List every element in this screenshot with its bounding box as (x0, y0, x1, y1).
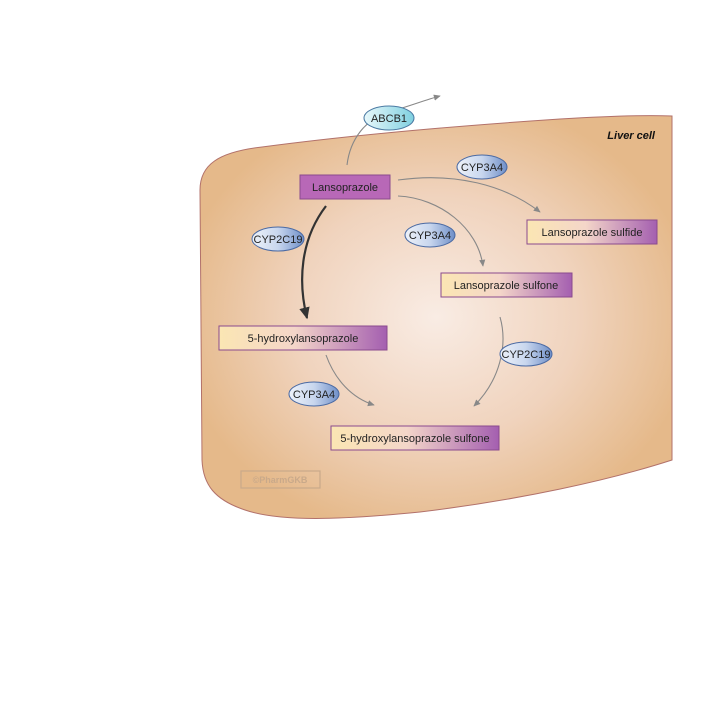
enzyme-cyp3a4-hydroxy: CYP3A4 (288, 381, 340, 407)
svg-text:Lansoprazole sulfone: Lansoprazole sulfone (454, 280, 559, 292)
compound-lansoprazole-sulfide: Lansoprazole sulfide (526, 219, 658, 245)
arrow-to-hydroxy (299, 205, 327, 320)
enzyme-cyp3a4-sulfone: CYP3A4 (404, 222, 456, 248)
svg-text:5-hydroxylansoprazole: 5-hydroxylansoprazole (248, 333, 359, 345)
enzyme-cyp3a4-sulfide: CYP3A4 (456, 154, 508, 180)
arrow-to-sulfide (397, 177, 541, 213)
compound-lansoprazole: Lansoprazole (299, 174, 391, 200)
liver-cell (199, 115, 673, 519)
svg-text:CYP3A4: CYP3A4 (293, 389, 335, 401)
svg-text:Lansoprazole sulfide: Lansoprazole sulfide (542, 227, 643, 239)
svg-text:ABCB1: ABCB1 (371, 113, 407, 125)
watermark-frame (240, 470, 321, 489)
transporter-abcb1: ABCB1 (363, 105, 415, 131)
enzyme-cyp2c19-hydroxy: CYP2C19 (251, 226, 305, 252)
enzyme-cyp2c19-sulfone: CYP2C19 (499, 341, 553, 367)
arrow-hydroxy-to-hydroxysulfone (325, 354, 375, 407)
svg-text:CYP2C19: CYP2C19 (502, 349, 551, 361)
compound-lansoprazole-sulfone: Lansoprazole sulfone (440, 272, 573, 298)
cell-label: Liver cell (607, 130, 656, 142)
svg-text:5-hydroxylansoprazole sulfone: 5-hydroxylansoprazole sulfone (340, 433, 489, 445)
svg-text:CYP3A4: CYP3A4 (461, 162, 503, 174)
compound-5-hydroxylansoprazole: 5-hydroxylansoprazole (218, 325, 388, 351)
compound-5-hydroxylansoprazole-sulfone: 5-hydroxylansoprazole sulfone (330, 425, 500, 451)
svg-text:CYP3A4: CYP3A4 (409, 230, 451, 242)
arrow-sulfone-to-hydroxysulfone (473, 316, 504, 407)
arrow-to-sulfone (397, 195, 486, 267)
watermark: ©PharmGKB (253, 475, 308, 485)
svg-text:Lansoprazole: Lansoprazole (312, 182, 378, 194)
svg-text:CYP2C19: CYP2C19 (254, 234, 303, 246)
